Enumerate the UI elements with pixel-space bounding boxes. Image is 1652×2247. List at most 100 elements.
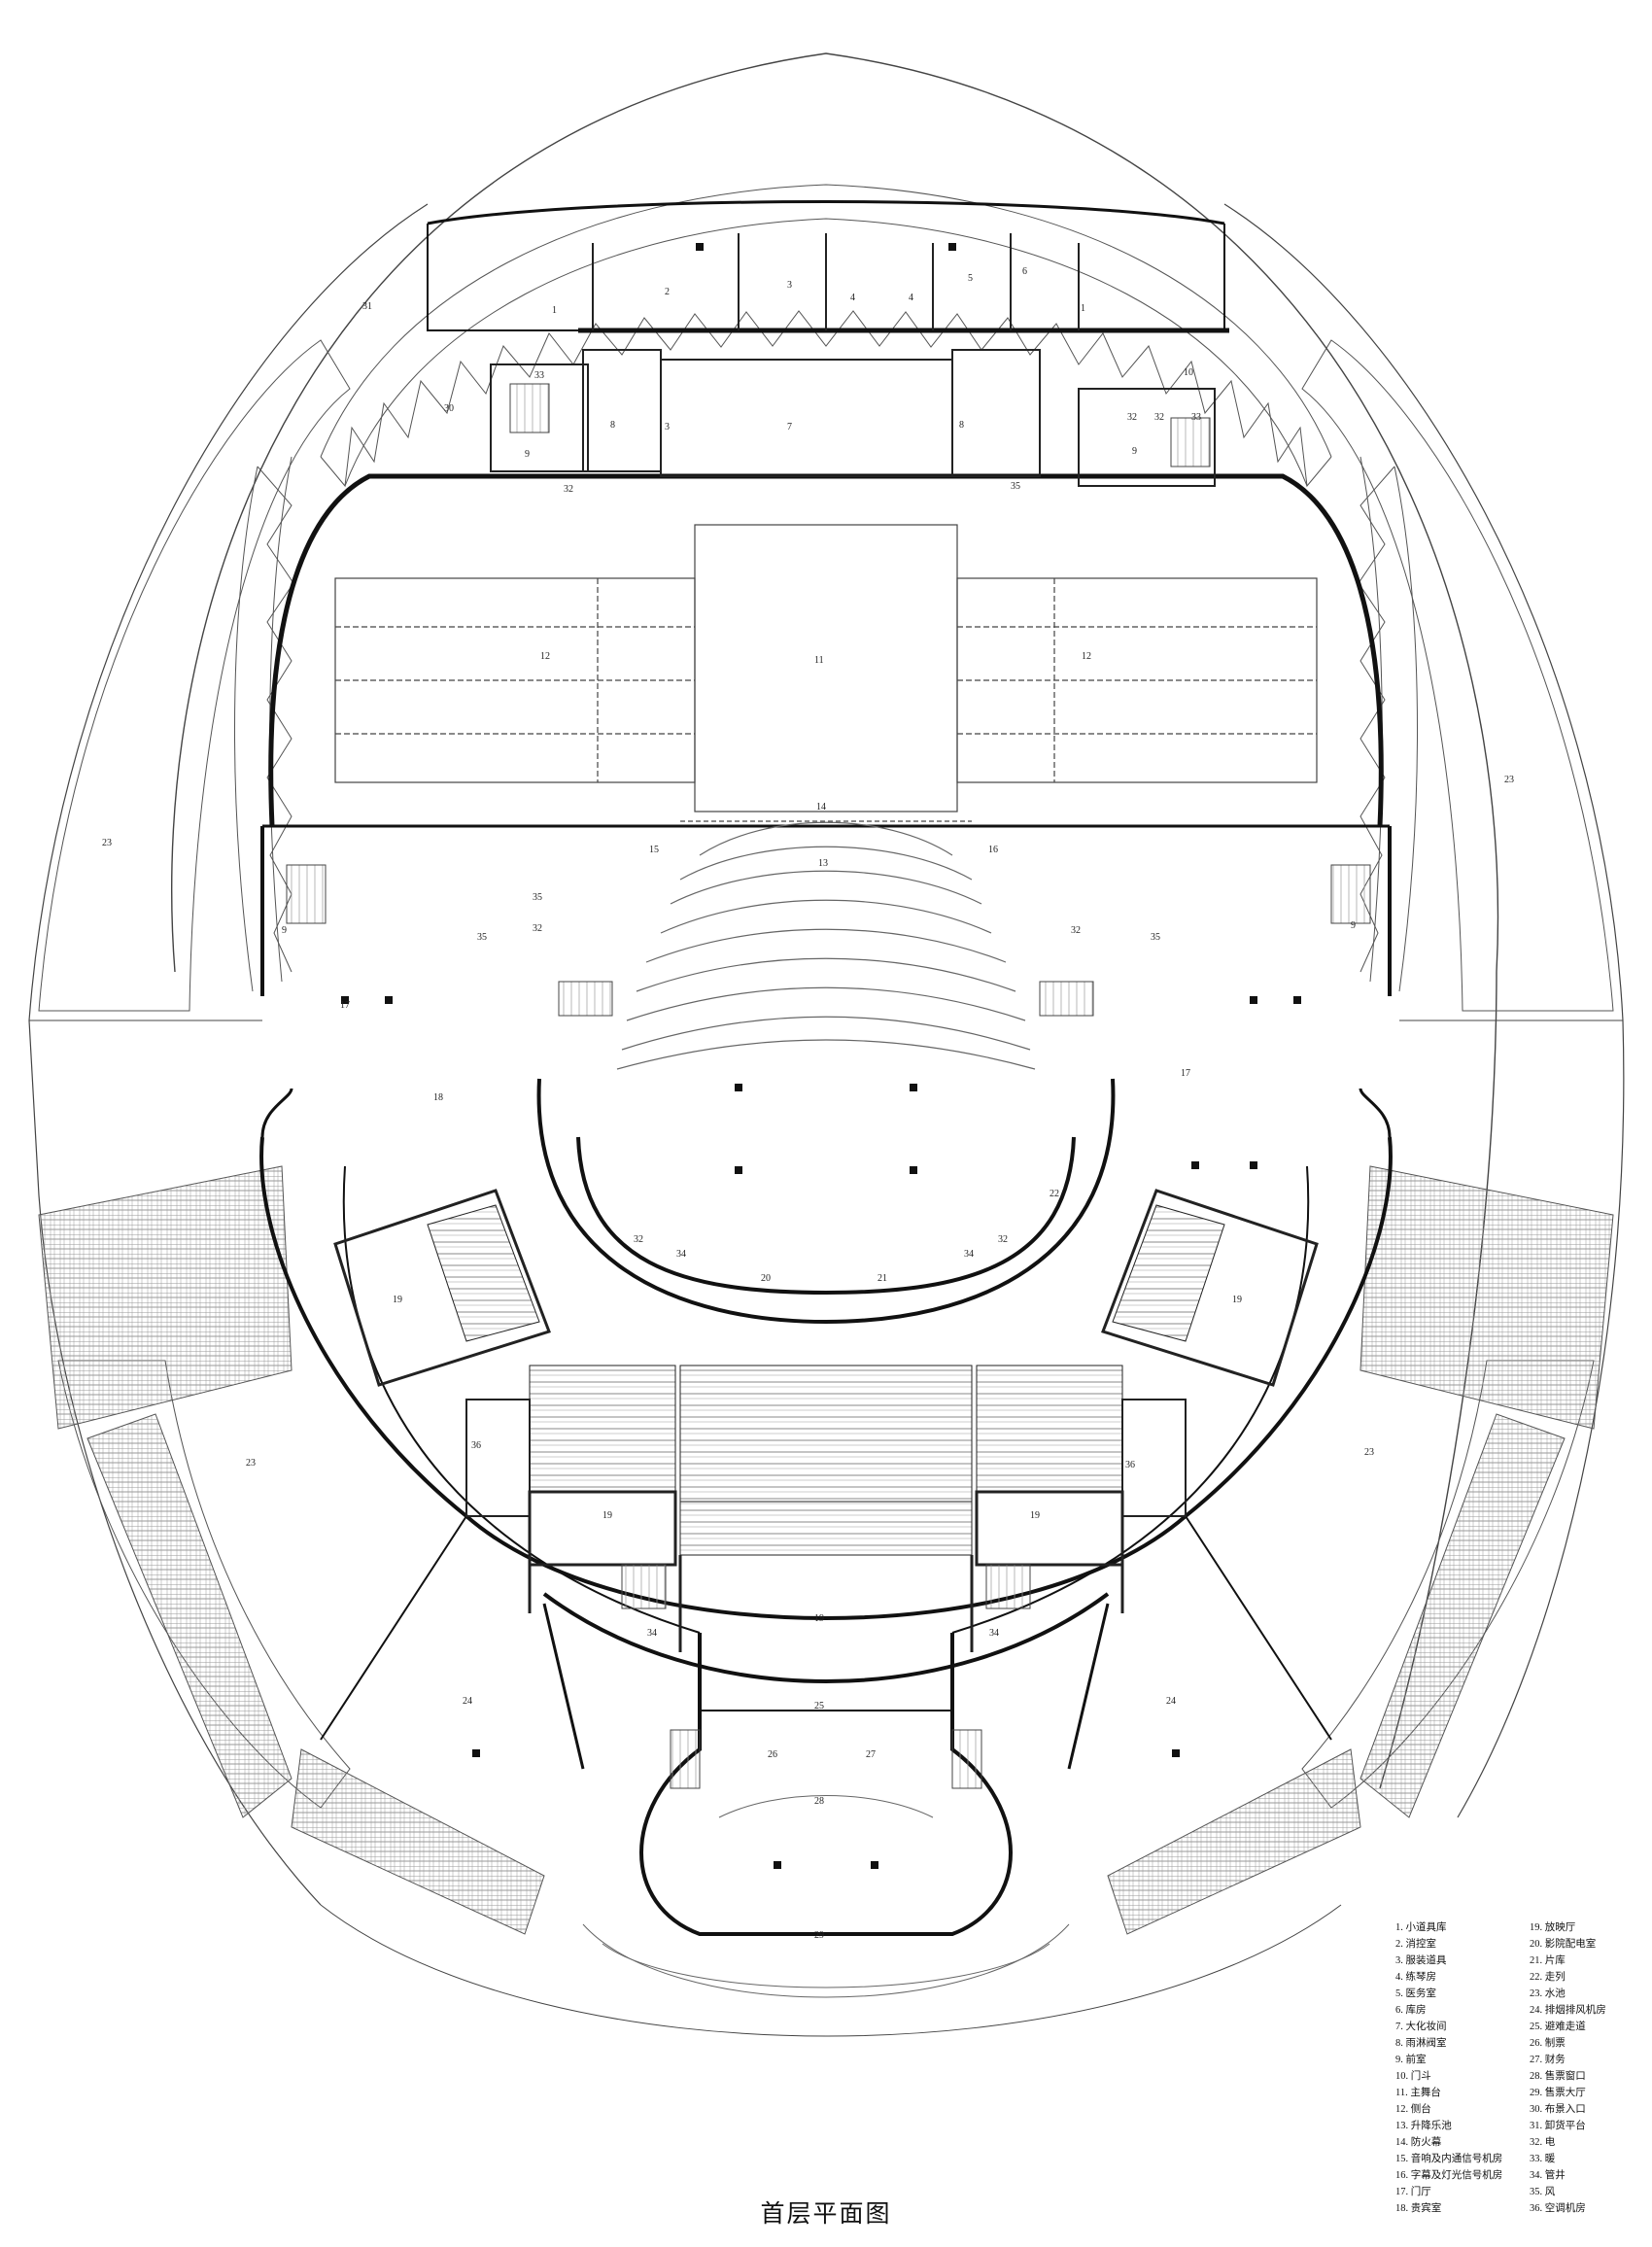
legend-item: 29. 售票大厅: [1530, 2088, 1586, 2098]
room-label-19e: 19: [814, 1613, 824, 1624]
room-label-25: 25: [814, 1701, 824, 1711]
room-label-33b: 33: [1191, 412, 1201, 423]
room-label-28: 28: [814, 1796, 824, 1807]
legend-item: 24. 排烟排风机房: [1530, 2005, 1606, 2016]
legend-item: 23. 水池: [1530, 1988, 1566, 1999]
room-label-26: 26: [768, 1749, 777, 1760]
room-label-15: 15: [649, 845, 659, 855]
room-label-9c: 9: [282, 925, 287, 936]
room-label-17: 17: [340, 1000, 350, 1011]
facade-band: [234, 184, 1418, 992]
room-label-1: 1: [552, 305, 557, 316]
legend-item: 32. 电: [1530, 2137, 1556, 2148]
room-label-9b: 9: [1132, 446, 1137, 457]
room-label-6: 6: [1022, 266, 1027, 277]
room-label-23d: 23: [1364, 1447, 1374, 1458]
legend-item: 19. 放映厅: [1530, 1922, 1576, 1933]
legend-item: 27. 财务: [1530, 2055, 1566, 2065]
legend-item: 1. 小道具库: [1395, 1922, 1447, 1933]
room-label-35a: 35: [477, 932, 487, 943]
room-label-23b: 23: [1504, 775, 1514, 785]
room-label-32g: 32: [998, 1234, 1008, 1245]
legend-item: 16. 字幕及灯光信号机房: [1395, 2170, 1503, 2181]
room-label-35d: 35: [1011, 481, 1020, 492]
room-label-17b: 17: [1181, 1068, 1190, 1079]
room-label-18: 18: [433, 1092, 443, 1103]
legend-item: 25. 避难走道: [1530, 2022, 1586, 2032]
room-label-33a: 33: [534, 370, 544, 381]
cinema-halls: [333, 1189, 1319, 1652]
room-label-9: 9: [525, 449, 530, 460]
room-label-12b: 12: [1082, 651, 1091, 662]
room-label-35b: 35: [1151, 932, 1160, 943]
room-label-32a: 32: [564, 484, 573, 495]
room-label-4: 4: [850, 293, 855, 303]
room-label-32e: 32: [1071, 925, 1081, 936]
room-label-34d: 34: [989, 1628, 999, 1639]
room-label-5: 5: [968, 273, 973, 284]
legend-item: 15. 音响及内通信号机房: [1395, 2154, 1503, 2164]
legend-item: 31. 卸货平台: [1530, 2121, 1586, 2131]
auditorium-seating: [536, 821, 1116, 1325]
room-label-21: 21: [878, 1273, 887, 1284]
legend-item: 10. 门斗: [1395, 2071, 1431, 2082]
columns: [341, 243, 1301, 1869]
room-label-19d: 19: [1030, 1510, 1040, 1521]
room-label-24a: 24: [463, 1696, 472, 1707]
room-label-30: 30: [444, 403, 454, 414]
legend-item: 20. 影院配电室: [1530, 1939, 1597, 1950]
room-label-32d: 32: [533, 923, 542, 934]
legend-item: 7. 大化妆间: [1395, 2022, 1447, 2032]
room-label-32f: 32: [634, 1234, 643, 1245]
room-label-2: 2: [665, 287, 670, 297]
legend-item: 6. 库房: [1395, 2005, 1427, 2016]
room-label-31: 31: [362, 301, 372, 312]
main-walls: [259, 200, 1393, 1936]
room-label-8: 8: [610, 420, 615, 431]
legend-item: 2. 消控室: [1395, 1939, 1436, 1950]
room-label-34a: 34: [676, 1249, 686, 1260]
room-label-16: 16: [988, 845, 998, 855]
room-label-11: 11: [814, 655, 824, 666]
stairs: [286, 383, 1371, 1789]
room-label-19b: 19: [1232, 1295, 1242, 1305]
legend-item: 4. 练琴房: [1395, 1972, 1436, 1983]
entrance-canopy: [582, 1795, 1070, 1998]
room-label-34b: 34: [964, 1249, 974, 1260]
room-label-36b: 36: [1125, 1460, 1135, 1470]
room-label-9d: 9: [1351, 920, 1356, 931]
room-label-22: 22: [1050, 1189, 1059, 1199]
room-label-34c: 34: [647, 1628, 657, 1639]
room-labels: 1 1 2 3 3 4 4 5 6 7 8 8 9 9 9 9 10 11 12…: [102, 266, 1514, 1941]
water-pools: [38, 339, 1614, 1809]
legend-item: 34. 管井: [1530, 2170, 1566, 2181]
room-label-10: 10: [1184, 367, 1193, 378]
legend-item: 8. 雨淋阀室: [1395, 2038, 1447, 2049]
room-label-27: 27: [866, 1749, 876, 1760]
room-label-4b: 4: [909, 293, 913, 303]
legend-item: 9. 前室: [1395, 2055, 1427, 2065]
room-label-23c: 23: [246, 1458, 256, 1469]
room-label-19a: 19: [393, 1295, 402, 1305]
legend-item: 18. 贵宾室: [1395, 2203, 1442, 2214]
room-label-12: 12: [540, 651, 550, 662]
legend-item: 5. 医务室: [1395, 1988, 1436, 1999]
legend-item: 13. 升降乐池: [1395, 2121, 1452, 2131]
service-rooms: [490, 233, 1216, 487]
drawing-title: 首层平面图: [760, 2201, 892, 2228]
legend-item: 36. 空调机房: [1530, 2203, 1586, 2214]
room-label-20: 20: [761, 1273, 771, 1284]
room-label-8b: 8: [959, 420, 964, 431]
room-label-29: 29: [814, 1930, 824, 1941]
room-label-32b: 32: [1127, 412, 1137, 423]
room-label-3: 3: [787, 280, 792, 291]
legend-item: 35. 风: [1530, 2187, 1556, 2197]
room-label-19c: 19: [602, 1510, 612, 1521]
stage: [334, 524, 1318, 822]
room-label-35c: 35: [533, 892, 542, 903]
room-label-3b: 3: [665, 422, 670, 432]
room-label-1b: 1: [1081, 303, 1085, 314]
legend-item: 33. 暖: [1530, 2154, 1556, 2164]
